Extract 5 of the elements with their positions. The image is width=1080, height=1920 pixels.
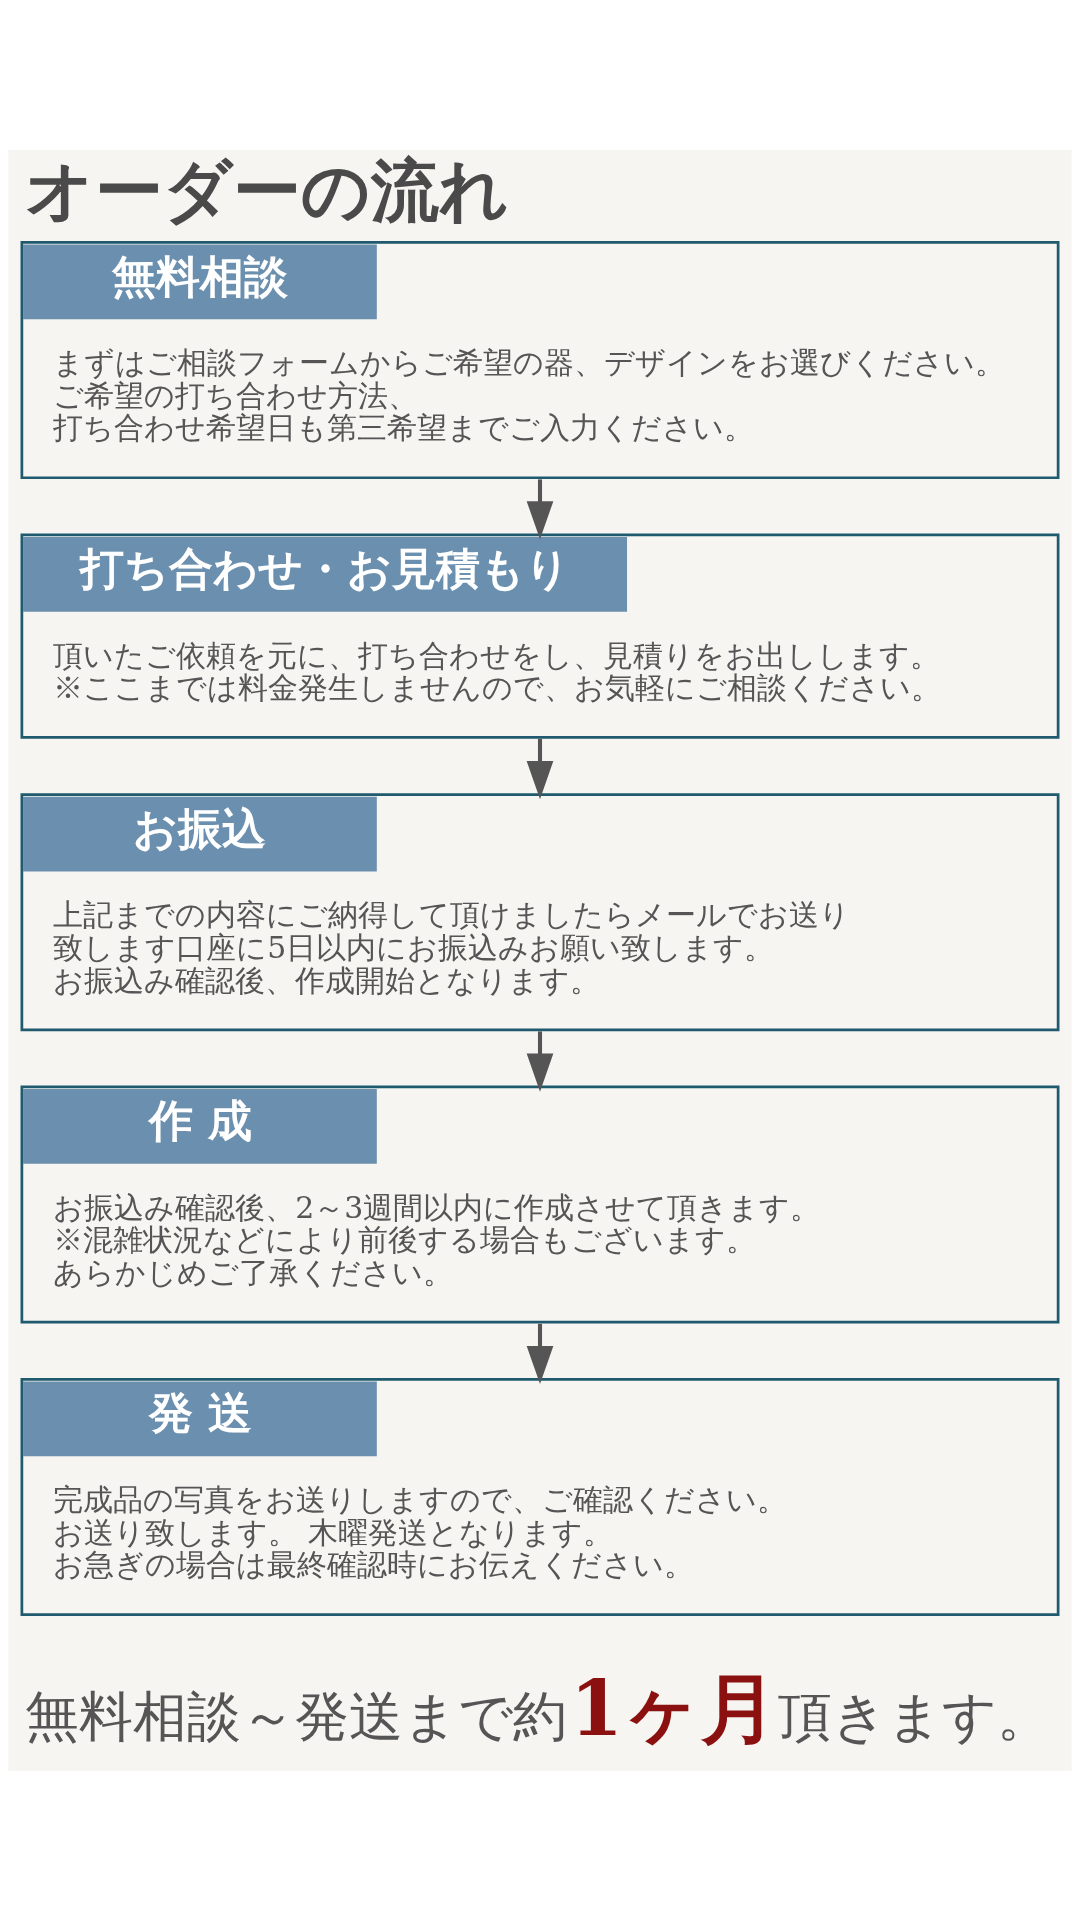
arrow: [526, 1323, 554, 1384]
diagram-title: オーダーの流れ: [24, 150, 509, 230]
arrow: [526, 1030, 554, 1092]
arrow: [526, 738, 554, 799]
arrow: [526, 478, 554, 539]
